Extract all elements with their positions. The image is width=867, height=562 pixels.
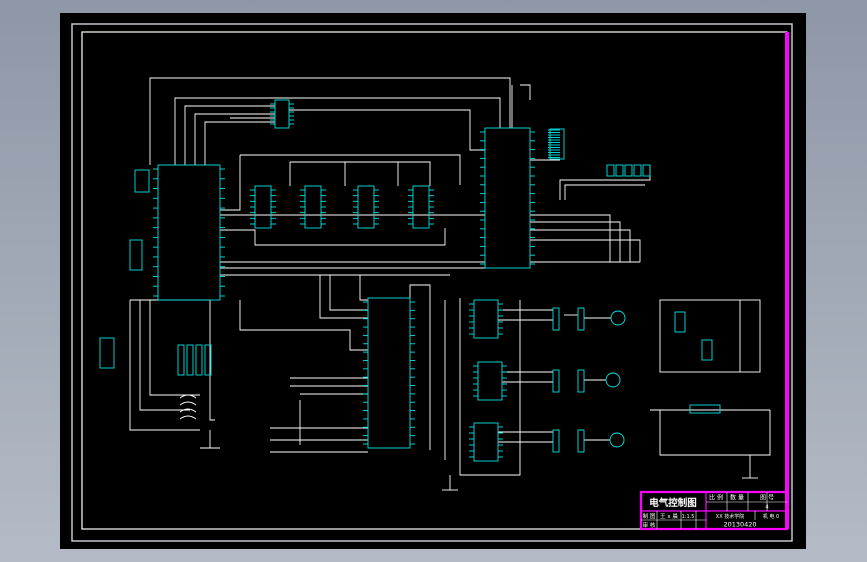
bus-latch-feed: [220, 155, 241, 211]
seven-segment-digit-5: [642, 164, 651, 177]
left-bus-outer: [129, 300, 200, 431]
connector-header-body: [549, 128, 565, 160]
eeprom-chip: [274, 99, 290, 129]
stepper-motor-2: [605, 372, 621, 388]
bus-io-right: [409, 284, 431, 450]
bus-data-low: [220, 228, 446, 246]
seven-segment-digit-1: [606, 164, 615, 177]
title-block-date: 20130420: [723, 521, 756, 529]
reset-circuit: [129, 239, 143, 271]
display-bus-4: [530, 239, 641, 262]
keypad-connector: [99, 337, 115, 369]
power-transistor-2: [701, 339, 713, 361]
bus-top-5: [204, 121, 275, 165]
bus-top-main: [149, 77, 511, 165]
resistor-network-6: [577, 429, 585, 453]
title-block[interactable]: 电气控制图 比 例 数 量 图 号 4 制 图 王 x 晨 1:1.5 XX 技…: [639, 490, 789, 531]
title-block-header-quantity: 数 量: [730, 494, 744, 502]
crystal-oscillator: [134, 169, 150, 193]
bus-latch-top: [240, 154, 461, 185]
motor-driver-1: [473, 299, 499, 339]
key-switch-2: [186, 344, 194, 376]
key-switch-1: [177, 344, 185, 376]
gnd-drop: [520, 84, 531, 100]
title-block-class: 机 电 0: [763, 513, 779, 520]
seven-segment-digit-2: [615, 164, 624, 177]
stepper-motor-1: [610, 310, 626, 326]
resistor-network-2: [577, 307, 585, 331]
title-block-reviewer-label: 审 核: [643, 521, 656, 529]
display-bus-3: [530, 229, 631, 262]
bus-top-3: [184, 105, 275, 165]
left-bus-3: [149, 300, 200, 396]
title-block-drafter-mark: 1:1.5: [682, 514, 695, 520]
wiring-layer: [129, 77, 771, 491]
display-bus-1: [530, 214, 611, 262]
bus-eeprom-out: [289, 109, 485, 151]
power-rail-loop: [659, 410, 771, 456]
title-block-drafter-name: 王 x 晨: [660, 513, 678, 520]
seg-bus-2: [564, 184, 645, 200]
key-contact-4: [179, 415, 197, 420]
title-block-header-drawing-no: 图 号: [760, 495, 774, 502]
seven-segment-digit-4: [633, 164, 642, 177]
mcu-chip: [157, 164, 221, 301]
power-supply-section: [659, 299, 761, 373]
key-contact-2: [179, 401, 197, 406]
bus-io-2: [319, 275, 368, 319]
title-block-header-scale: 比 例: [709, 494, 723, 502]
resistor-network-3: [552, 369, 560, 393]
drawing-sheet: [60, 13, 806, 549]
left-bus-inner: [139, 300, 190, 411]
display-driver-chip: [484, 127, 531, 269]
key-switch-3: [195, 344, 203, 376]
bus-io-4: [359, 275, 368, 301]
motor-bus-loop: [459, 298, 521, 476]
bus-io-3: [329, 275, 368, 311]
bus-top-2: [174, 97, 501, 165]
motor-driver-2: [477, 361, 503, 401]
stepper-motor-3: [609, 432, 625, 448]
component-layer: [99, 99, 721, 462]
key-switch-4: [204, 344, 212, 376]
title-block-institution: XX 技术学院: [716, 513, 744, 520]
key-contact-3: [179, 408, 197, 413]
bus-io-left: [239, 300, 368, 351]
resistor-network-4: [577, 369, 585, 393]
display-bus-2: [530, 221, 621, 262]
bus-top-4: [194, 113, 275, 165]
resistor-network-5: [552, 429, 560, 453]
power-transistor-1: [674, 311, 686, 333]
outer-frame: [71, 23, 793, 542]
bus-latch-row: [290, 161, 431, 186]
motor-driver-3: [473, 422, 499, 462]
seven-segment-digit-3: [624, 164, 633, 177]
io-expander-chip: [367, 297, 411, 449]
resistor-network-1: [552, 307, 560, 331]
title-block-title: 电气控制图: [649, 497, 697, 509]
title-block-drafter-label: 制 图: [643, 512, 656, 520]
title-block-quantity-value: 4: [765, 505, 769, 511]
voltage-regulator: [689, 404, 721, 414]
